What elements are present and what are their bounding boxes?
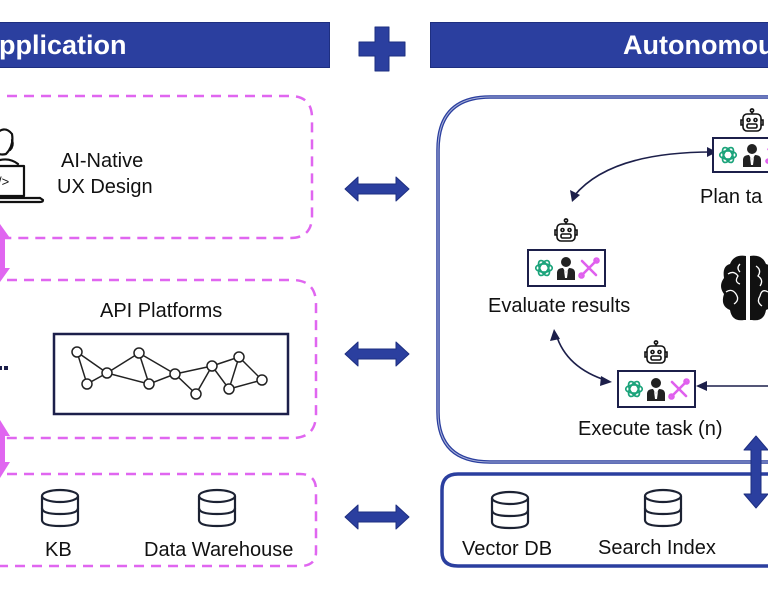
robot-icon: [740, 108, 764, 132]
ux-group-border: [0, 94, 314, 240]
application-banner: pplication: [0, 22, 330, 68]
evaluate-agent-box: [527, 249, 606, 287]
vector-db-label: Vector DB: [462, 538, 553, 560]
ux-agent-double-arrow: [344, 176, 410, 202]
search-index-label: Search Index: [598, 537, 716, 559]
api-data-connector-arrow: [0, 420, 10, 478]
ux-api-connector-arrow: [0, 224, 10, 282]
tools-icon: [668, 378, 690, 400]
autonomous-banner: Autonomou: [430, 22, 768, 68]
openai-icon: [624, 380, 643, 398]
robot-icon: [554, 218, 578, 242]
data-group-border: [0, 472, 318, 568]
database-icon: [40, 488, 80, 528]
openai-icon: [718, 146, 738, 164]
application-title: pplication: [0, 29, 127, 60]
agent-person-icon: [647, 378, 666, 401]
graph-node: [233, 351, 245, 363]
graph-node: [190, 388, 202, 400]
graph-node: [71, 346, 83, 358]
agent-person-icon: [743, 144, 761, 167]
api-label: API Platforms: [100, 300, 223, 322]
graph-node: [206, 360, 218, 372]
brain-icon: [721, 255, 768, 321]
evaluate-to-execute-arrow: [555, 333, 609, 382]
svg-text:/>: />: [0, 174, 9, 189]
loop-store-double-arrow: [743, 435, 768, 509]
developer-laptop-icon: />: [0, 128, 45, 204]
data-warehouse-label: Data Warehouse: [144, 539, 294, 561]
openai-icon: [534, 259, 553, 277]
ux-label-line1: AI-Native: [61, 150, 144, 172]
execute-task-label: Execute task (n): [578, 418, 723, 440]
agent-person-icon: [557, 257, 576, 280]
ellipsis-text: [0, 362, 12, 372]
graph-node: [143, 378, 155, 390]
kb-label: KB: [45, 539, 72, 561]
graph-node: [256, 374, 268, 386]
database-icon: [197, 488, 237, 528]
plan-task-label: Plan ta: [700, 186, 763, 208]
database-icon: [490, 490, 530, 530]
graph-node: [81, 378, 93, 390]
autonomous-title: Autonomou: [623, 29, 768, 60]
graph-node: [223, 383, 235, 395]
tools-icon: [578, 257, 600, 279]
graph-node: [101, 367, 113, 379]
graph-node: [133, 347, 145, 359]
vector-store-border: [440, 472, 768, 568]
api-agent-double-arrow: [344, 341, 410, 367]
ux-label-line2: UX Design: [57, 176, 153, 198]
plus-icon: [358, 26, 406, 72]
api-group-border: [0, 278, 318, 440]
network-graph-icon: [52, 332, 290, 416]
plan-to-evaluate-arrow: [573, 151, 713, 197]
database-icon: [643, 488, 683, 528]
robot-icon: [644, 340, 668, 364]
graph-node: [169, 368, 181, 380]
data-store-double-arrow: [344, 504, 410, 530]
plan-agent-box: [712, 137, 768, 173]
execute-agent-box: [617, 370, 696, 408]
evaluate-results-label: Evaluate results: [488, 295, 631, 317]
